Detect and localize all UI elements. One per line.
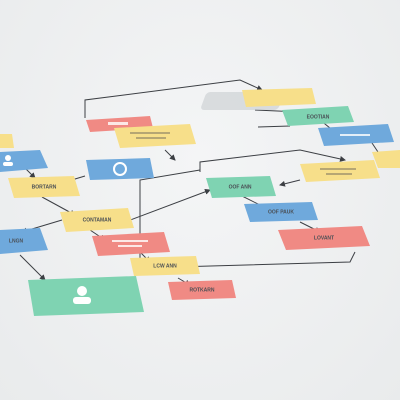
connector — [19, 254, 46, 281]
connector — [139, 169, 356, 269]
user-icon — [73, 286, 91, 304]
node-red-right[interactable]: LOVANT — [278, 226, 370, 250]
node-left-blue-user[interactable] — [0, 150, 48, 172]
node-label: OOF PAUK — [268, 209, 294, 215]
node-center-yellow[interactable]: CONTAMAN — [60, 208, 134, 232]
node-left-blue-lower[interactable]: LNGN — [0, 228, 48, 254]
node-red-low[interactable]: ROTKARN — [168, 280, 236, 300]
node-label: EOOTIAN — [307, 114, 330, 120]
node-label: CONTAMAN — [83, 217, 112, 223]
connector — [199, 149, 346, 172]
refresh-icon — [113, 162, 127, 176]
node-right-blue[interactable] — [318, 124, 394, 146]
node-right-blue-lower[interactable]: OOF PAUK — [244, 202, 318, 222]
node-label: LNGN — [9, 238, 24, 244]
connector — [257, 125, 291, 128]
connector — [84, 79, 263, 118]
node-left-yellow[interactable]: BORTARN — [8, 176, 80, 198]
node-center-yellow-top[interactable] — [114, 124, 196, 148]
node-label: OOF ANN — [229, 184, 252, 190]
node-right-yellow[interactable] — [372, 150, 400, 168]
node-label: BORTARN — [32, 184, 57, 190]
node-green-user[interactable] — [28, 276, 144, 316]
node-yellow-low[interactable]: LCW ANN — [130, 256, 200, 276]
connector — [279, 179, 301, 187]
node-label: ROTKARN — [190, 287, 215, 293]
node-red-mid[interactable] — [92, 232, 170, 256]
node-right-mid-yellow[interactable] — [300, 160, 380, 182]
node-center-blue-icon[interactable] — [86, 158, 154, 180]
node-center-green[interactable]: OOF ANN — [206, 176, 276, 198]
connector — [124, 188, 211, 223]
node-label: LCW ANN — [153, 263, 177, 269]
node-top-green[interactable]: EOOTIAN — [282, 106, 354, 126]
user-icon — [3, 155, 13, 166]
node-label: LOVANT — [314, 235, 334, 241]
node-top-yellow[interactable] — [242, 88, 316, 107]
node-left-edge-yellow[interactable] — [0, 134, 14, 148]
connector — [164, 149, 176, 161]
